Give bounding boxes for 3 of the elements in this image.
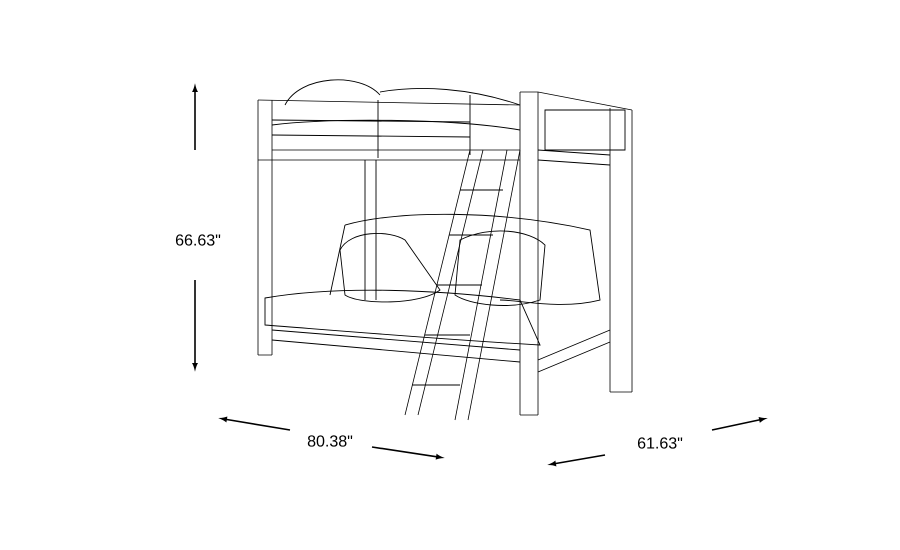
dimension-label: 80.38" xyxy=(308,435,352,447)
dimension-label: 61.63" xyxy=(638,437,682,449)
dimension-label: 66.63" xyxy=(176,234,220,246)
